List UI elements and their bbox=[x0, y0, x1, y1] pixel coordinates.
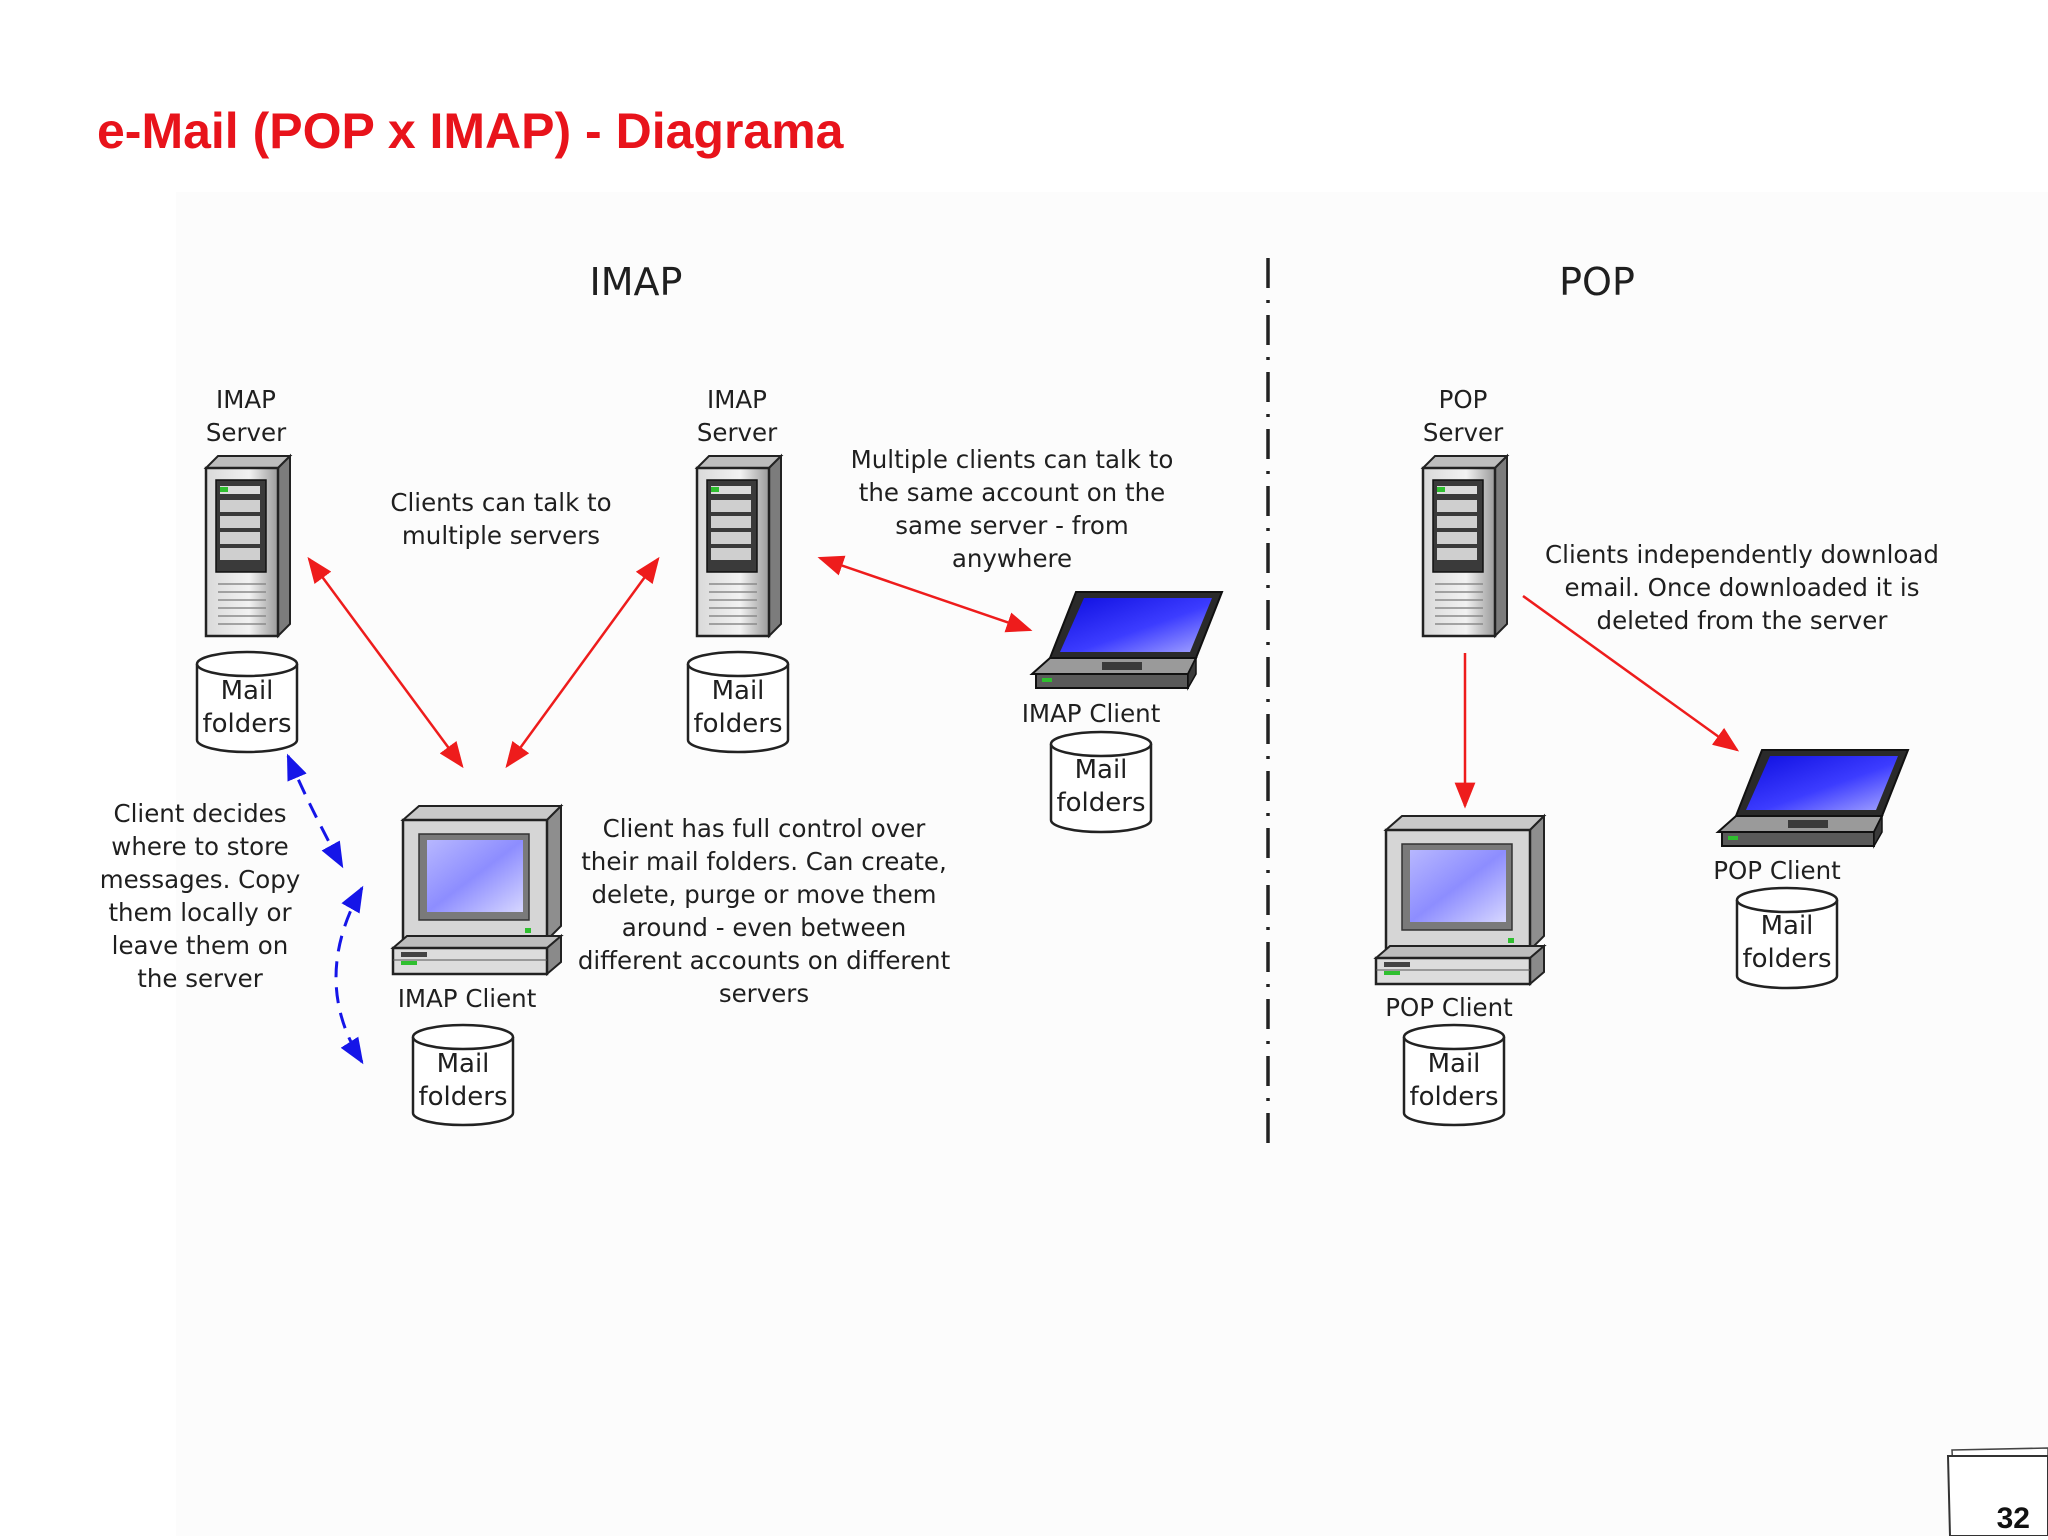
mail-folders-label-line1: Mail bbox=[712, 676, 765, 706]
imap-server-right-label-line1: IMAP bbox=[707, 385, 767, 414]
note-full-control-line6: servers bbox=[719, 979, 809, 1008]
note-full-control-line1: Client has full control over bbox=[603, 814, 927, 843]
server-tower-icon bbox=[1421, 454, 1509, 638]
mail-folders-label-line2: folders bbox=[1056, 788, 1145, 818]
slide-title: e-Mail (POP x IMAP) - Diagrama bbox=[97, 103, 844, 159]
note-multiple-clients-line2: the same account on the bbox=[859, 478, 1165, 507]
note-multiple-clients-line3: same server - from bbox=[895, 511, 1129, 540]
note-multiple-servers-line2: multiple servers bbox=[402, 521, 600, 550]
server-tower-icon bbox=[695, 454, 783, 638]
note-client-decides-line6: the server bbox=[137, 964, 263, 993]
server-tower-icon bbox=[204, 454, 292, 638]
imap-server-left-label-line2: Server bbox=[206, 418, 287, 447]
note-pop-download-line3: deleted from the server bbox=[1597, 606, 1889, 635]
page-corner-icon bbox=[1946, 1447, 2048, 1537]
mail-folders-label-line1: Mail bbox=[221, 676, 274, 706]
note-client-decides-line3: messages. Copy bbox=[100, 865, 301, 894]
desktop-computer-icon bbox=[391, 804, 563, 976]
pop-server-label-line1: POP bbox=[1439, 385, 1488, 414]
note-full-control-line4: around - even between bbox=[622, 913, 906, 942]
note-client-decides-line5: leave them on bbox=[112, 931, 289, 960]
desktop-computer-icon bbox=[1374, 814, 1546, 986]
laptop-icon bbox=[1717, 749, 1909, 847]
laptop-icon bbox=[1031, 591, 1223, 689]
note-client-decides-line4: them locally or bbox=[108, 898, 292, 927]
imap-server-left-label-line1: IMAP bbox=[216, 385, 276, 414]
imap-section-heading: IMAP bbox=[590, 260, 683, 304]
mail-folders-label-line2: folders bbox=[418, 1082, 507, 1112]
arrow-right-server-to-desktop bbox=[505, 556, 660, 769]
note-full-control-line2: their mail folders. Can create, bbox=[581, 847, 947, 876]
arrow-desktop-to-local-folders-blue bbox=[334, 885, 364, 1065]
pop-desktop-client-label: POP Client bbox=[1385, 993, 1513, 1022]
note-multiple-clients-line4: anywhere bbox=[952, 544, 1072, 573]
note-multiple-servers-line1: Clients can talk to bbox=[390, 488, 611, 517]
imap-laptop-client-label: IMAP Client bbox=[1022, 699, 1161, 728]
mail-folders-label-line1: Mail bbox=[1075, 755, 1128, 785]
note-multiple-clients-line1: Multiple clients can talk to bbox=[851, 445, 1174, 474]
page-number-box: 32 bbox=[1946, 1446, 2048, 1537]
arrow-right-server-to-laptop bbox=[817, 555, 1033, 633]
note-full-control-line5: different accounts on different bbox=[578, 946, 951, 975]
mail-folders-label-line1: Mail bbox=[1761, 911, 1814, 941]
pop-section-heading: POP bbox=[1559, 260, 1635, 304]
arrow-pop-server-to-laptop bbox=[1522, 594, 1740, 752]
imap-desktop-client-label: IMAP Client bbox=[398, 984, 537, 1013]
mail-folders-label-line2: folders bbox=[1409, 1082, 1498, 1112]
mail-folders-label-line2: folders bbox=[693, 709, 782, 739]
page-number: 32 bbox=[1996, 1502, 2030, 1535]
pop-server-label-line2: Server bbox=[1423, 418, 1504, 447]
mail-folders-label-line2: folders bbox=[1742, 944, 1831, 974]
mail-folders-label-line2: folders bbox=[202, 709, 291, 739]
imap-server-right-label-line2: Server bbox=[697, 418, 778, 447]
arrow-folders-to-desktop-blue bbox=[286, 753, 344, 869]
note-client-decides-line2: where to store bbox=[111, 832, 288, 861]
pop-laptop-client-label: POP Client bbox=[1713, 856, 1841, 885]
arrow-left-server-to-desktop bbox=[307, 556, 464, 769]
note-pop-download-line1: Clients independently download bbox=[1545, 540, 1939, 569]
mail-folders-label-line1: Mail bbox=[437, 1049, 490, 1079]
note-pop-download-line2: email. Once downloaded it is bbox=[1565, 573, 1920, 602]
note-client-decides-line1: Client decides bbox=[113, 799, 286, 828]
mail-folders-label-line1: Mail bbox=[1428, 1049, 1481, 1079]
note-full-control-line3: delete, purge or move them bbox=[591, 880, 936, 909]
